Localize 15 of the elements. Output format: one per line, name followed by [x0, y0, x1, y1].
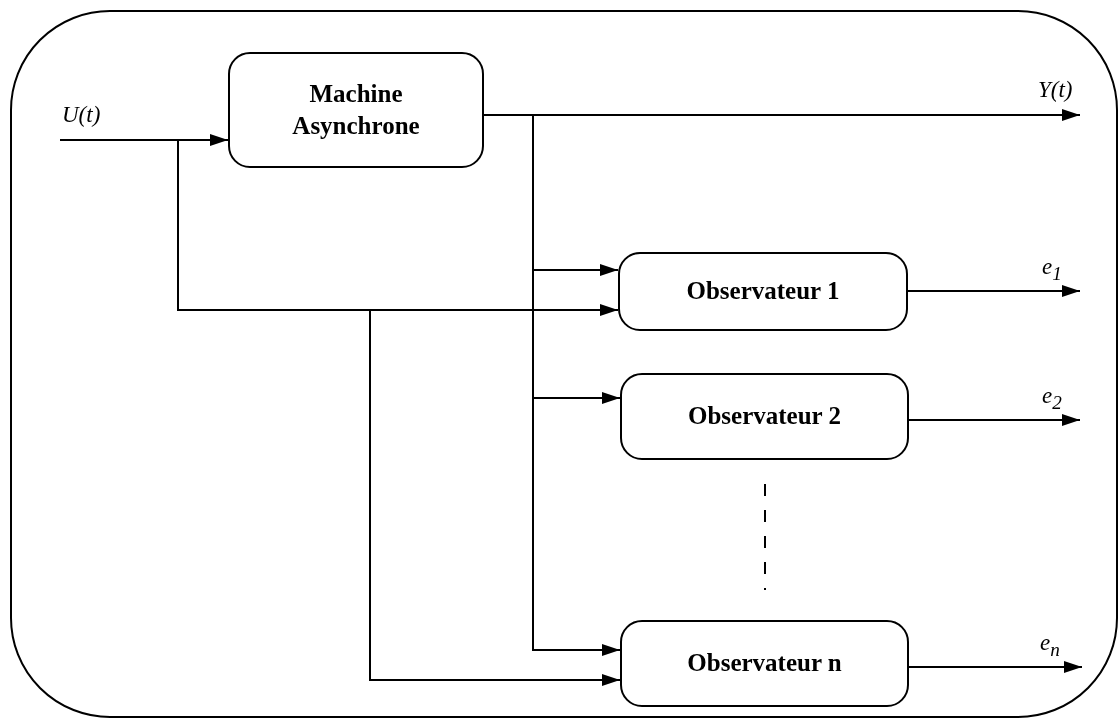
- edge-label: e$_{2}$: [1042, 384, 1062, 412]
- edge-label: e$_{1}$: [1042, 255, 1062, 283]
- process-box: Observateur 1: [618, 252, 908, 331]
- process-box: Observateur n: [620, 620, 909, 707]
- edge-label: U(t): [62, 103, 101, 126]
- arrow: [483, 114, 621, 656]
- outer-frame: [10, 10, 1118, 718]
- edge-label: Y(t): [1038, 78, 1073, 101]
- arrow: [908, 661, 1083, 673]
- process-box: Machine Asynchrone: [228, 52, 484, 168]
- arrow: [59, 139, 621, 686]
- edge-label: e$_{n}$: [1040, 631, 1060, 659]
- arrow: [908, 414, 1081, 426]
- process-box: Observateur 2: [620, 373, 909, 460]
- arrow: [907, 285, 1081, 297]
